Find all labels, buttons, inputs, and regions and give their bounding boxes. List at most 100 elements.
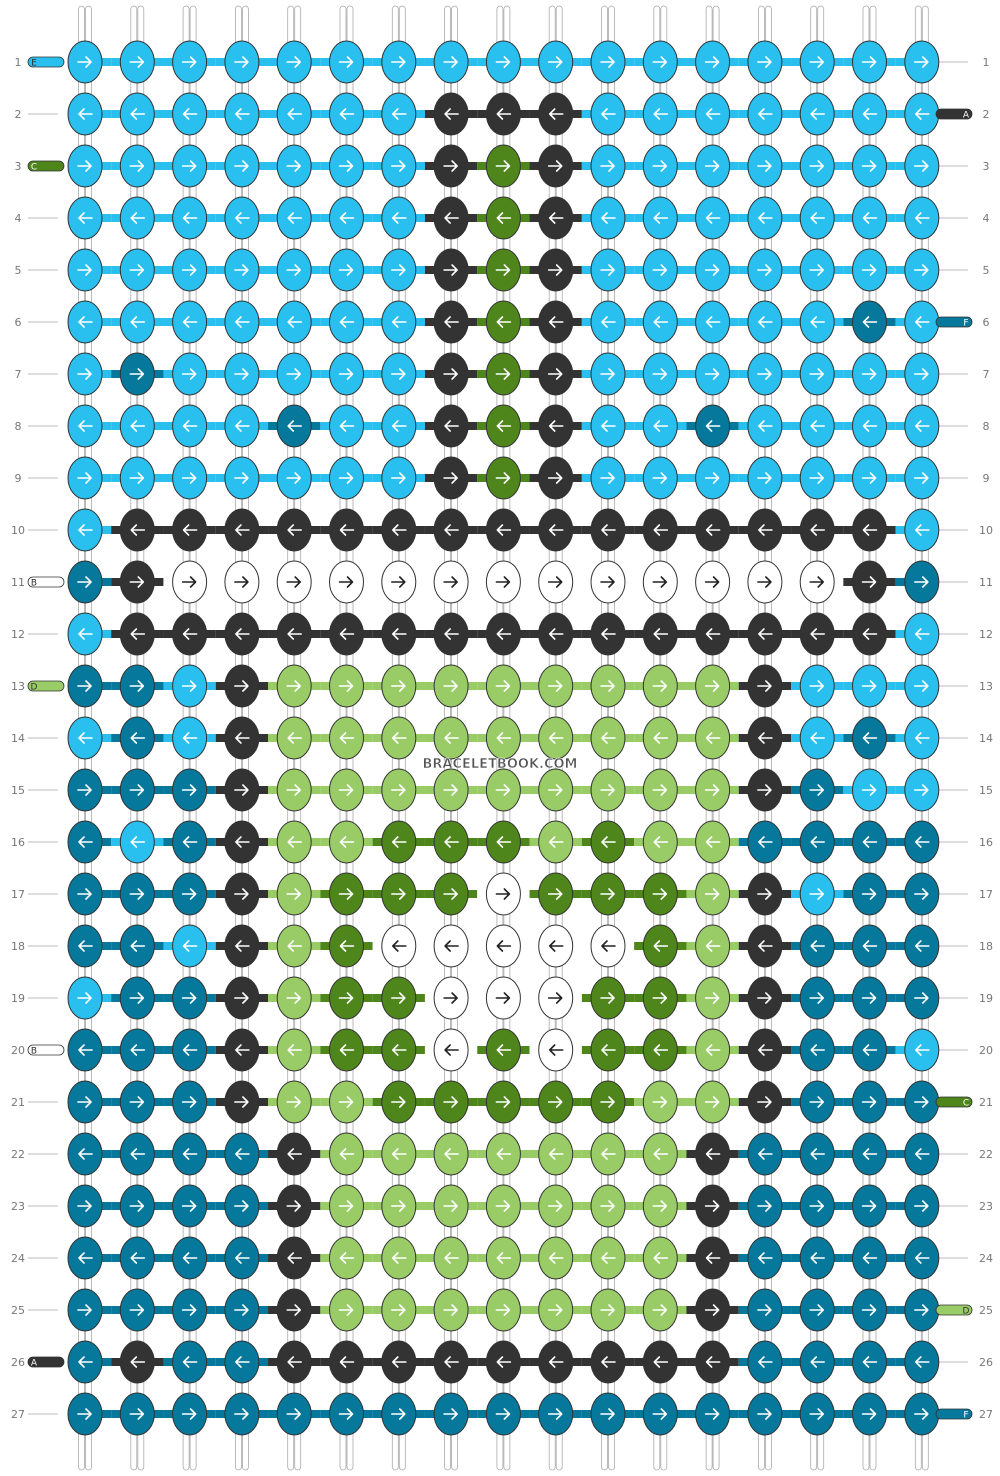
arrow-right-icon	[234, 1408, 249, 1420]
knot	[433, 1132, 469, 1176]
arrow-left-icon	[287, 1148, 302, 1160]
knot	[642, 1184, 678, 1228]
arrow-right-icon	[495, 992, 511, 1004]
arrow-right-icon	[77, 784, 92, 796]
arrow-right-icon	[861, 680, 877, 692]
arrow-right-icon	[914, 56, 929, 68]
knot	[276, 976, 312, 1020]
arrow-right-icon	[338, 992, 354, 1004]
arrow-left-icon	[705, 212, 721, 224]
knot	[172, 92, 208, 136]
arrow-right-icon	[129, 1408, 145, 1420]
arrow-left-icon	[392, 940, 407, 952]
arrow-right-icon	[391, 472, 406, 484]
knot	[485, 40, 521, 84]
arrow-right-icon	[757, 992, 772, 1004]
arrow-left-icon	[862, 316, 878, 328]
arrow-right-icon	[600, 1200, 615, 1212]
knot	[695, 1288, 731, 1332]
knot	[485, 716, 521, 760]
arrow-right-icon	[652, 576, 668, 588]
knot	[433, 1236, 469, 1280]
knot	[747, 248, 783, 292]
arrow-left-icon	[653, 212, 669, 224]
knot	[381, 768, 417, 812]
arrow-right-icon	[181, 1096, 197, 1108]
arrow-left-icon	[339, 316, 355, 328]
arrow-right-icon	[181, 56, 197, 68]
knot	[381, 508, 417, 552]
row-label-right: 14	[979, 732, 993, 745]
arrow-left-icon	[287, 1252, 302, 1264]
knot	[433, 144, 469, 188]
arrow-right-icon	[286, 784, 301, 796]
arrow-left-icon	[496, 1356, 512, 1368]
knot	[799, 1236, 835, 1280]
arrow-left-icon	[78, 628, 93, 640]
knot	[590, 1080, 626, 1124]
arrow-left-icon	[862, 524, 878, 536]
arrow-left-icon	[235, 212, 250, 224]
arrow-right-icon	[338, 888, 354, 900]
arrow-right-icon	[338, 160, 354, 172]
knot	[329, 40, 364, 84]
knot	[67, 1340, 103, 1384]
watermark: BRACELETBOOK.COM	[423, 757, 578, 772]
arrow-left-icon	[548, 1044, 564, 1056]
string-tag-letter: B	[31, 579, 37, 589]
knot	[67, 872, 103, 916]
arrow-left-icon	[548, 108, 564, 120]
arrow-left-icon	[810, 1252, 825, 1264]
arrow-left-icon	[810, 108, 825, 120]
knot	[485, 248, 521, 292]
arrow-right-icon	[181, 888, 197, 900]
arrow-left-icon	[287, 1356, 302, 1368]
arrow-right-icon	[234, 1304, 249, 1316]
knot	[852, 716, 887, 760]
arrow-left-icon	[339, 212, 355, 224]
arrow-right-icon	[704, 680, 720, 692]
arrow-left-icon	[758, 1148, 773, 1160]
arrow-left-icon	[548, 1148, 564, 1160]
knot	[590, 1288, 626, 1332]
knot	[799, 924, 835, 968]
knot	[433, 560, 469, 604]
arrow-left-icon	[601, 1148, 616, 1160]
arrow-right-icon	[809, 992, 824, 1004]
knot	[747, 924, 783, 968]
knot	[172, 300, 208, 344]
arrow-right-icon	[129, 1200, 145, 1212]
knot	[695, 768, 731, 812]
knot	[329, 1236, 364, 1280]
knot	[590, 456, 626, 500]
knot	[747, 300, 783, 344]
knot	[276, 40, 312, 84]
string-tag-bar	[27, 56, 65, 68]
arrow-left-icon	[810, 1044, 825, 1056]
knot	[695, 1132, 731, 1176]
row-label-right: 9	[983, 472, 990, 485]
knot	[67, 508, 103, 552]
arrow-right-icon	[234, 472, 249, 484]
arrow-right-icon	[547, 264, 563, 276]
string-tag-letter: C	[31, 163, 37, 173]
knot	[119, 92, 155, 136]
knot	[695, 1028, 731, 1072]
arrow-right-icon	[77, 576, 92, 588]
knot	[642, 924, 678, 968]
arrow-left-icon	[339, 732, 355, 744]
arrow-left-icon	[915, 940, 930, 952]
knot	[224, 404, 260, 448]
knot	[381, 1184, 417, 1228]
arrow-left-icon	[653, 420, 669, 432]
knot	[119, 716, 155, 760]
arrow-left-icon	[78, 1044, 93, 1056]
knot	[485, 1288, 521, 1332]
knot	[172, 1288, 208, 1332]
knot	[172, 196, 208, 240]
knot	[747, 456, 783, 500]
row-label-left: 22	[11, 1148, 25, 1161]
knot	[224, 924, 260, 968]
arrow-left-icon	[810, 524, 825, 536]
